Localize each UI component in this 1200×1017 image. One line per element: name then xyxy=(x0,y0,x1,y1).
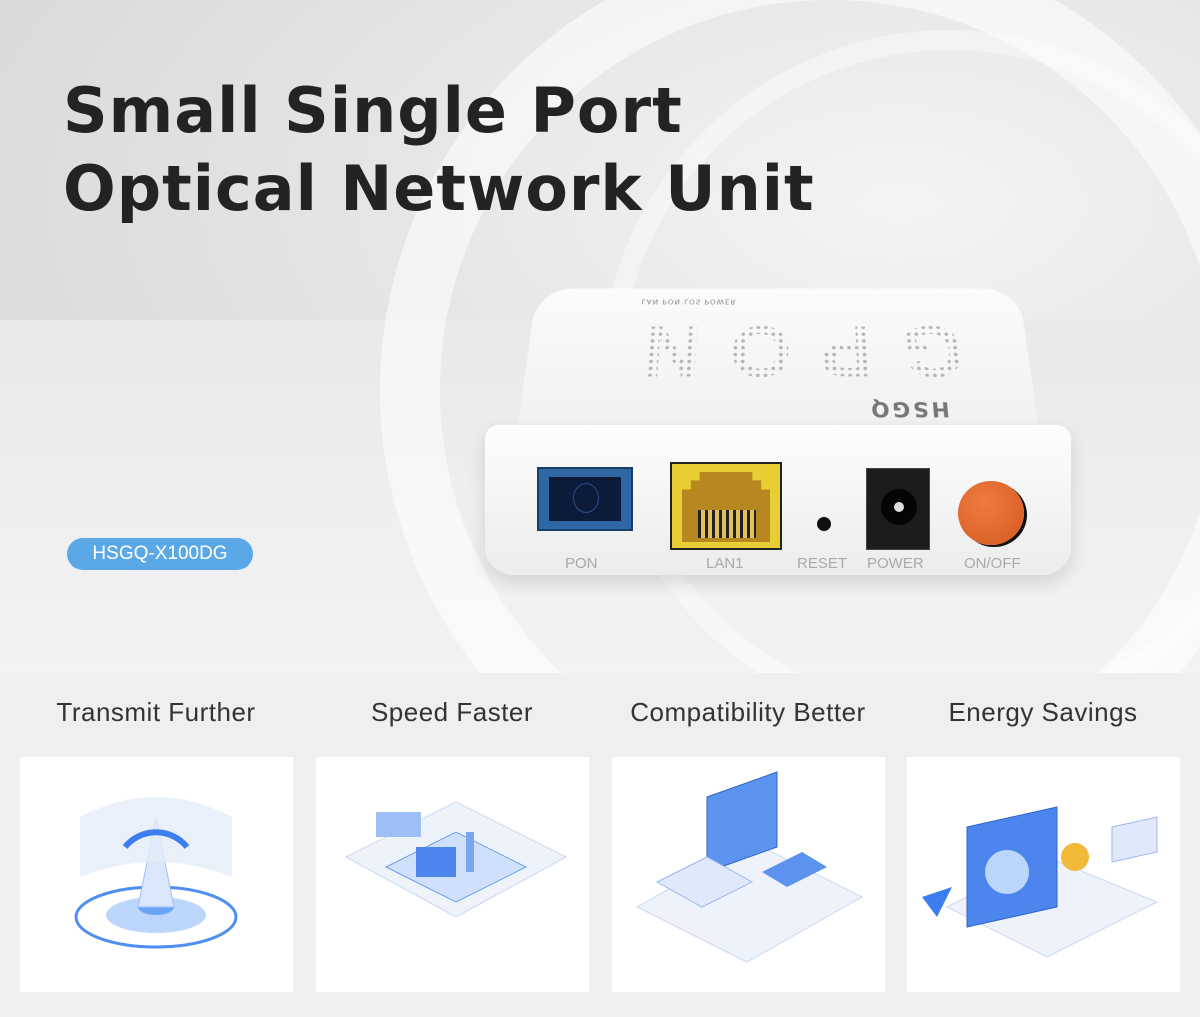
feature-card-transmit xyxy=(20,757,293,992)
reset-button xyxy=(817,517,831,531)
feature-card-energy xyxy=(907,757,1180,992)
feature-title: Transmit Further xyxy=(20,697,292,728)
feature-card-speed xyxy=(316,757,589,992)
pon-port xyxy=(537,467,633,531)
port-label: POWER xyxy=(867,555,924,572)
lan-port xyxy=(670,462,782,550)
feature-card-compatibility xyxy=(612,757,885,992)
title-line-1: Small Single Port xyxy=(63,72,815,150)
gpon-vent-pattern: GPON xyxy=(562,318,1017,387)
signal-tower-icon xyxy=(20,757,293,992)
hero-banner: Small Single Port Optical Network Unit H… xyxy=(0,0,1200,673)
brand-logo: HSGQ xyxy=(868,397,951,420)
port-label: ON/OFF xyxy=(964,555,1021,572)
page-title: Small Single Port Optical Network Unit xyxy=(63,72,815,228)
port-label: RESET xyxy=(797,555,847,572)
model-badge: HSGQ-X100DG xyxy=(67,538,253,570)
multi-device-icon xyxy=(612,757,885,992)
savings-chart-icon xyxy=(907,757,1180,992)
feature-title: Speed Faster xyxy=(316,697,588,728)
feature-title: Energy Savings xyxy=(907,697,1179,728)
port-label: PON xyxy=(565,555,598,572)
power-jack xyxy=(866,468,930,550)
device-top: LAN PON LOS POWER GPON HSGQ xyxy=(515,288,1041,445)
feature-title: Compatibility Better xyxy=(612,697,884,728)
title-line-2: Optical Network Unit xyxy=(63,150,815,228)
port-label: LAN1 xyxy=(706,555,744,572)
on-off-button xyxy=(958,481,1024,545)
onu-device-image: LAN PON LOS POWER GPON HSGQ PON LAN1 RES… xyxy=(485,265,1071,577)
led-labels: LAN PON LOS POWER xyxy=(641,298,736,305)
network-city-icon xyxy=(316,757,589,992)
